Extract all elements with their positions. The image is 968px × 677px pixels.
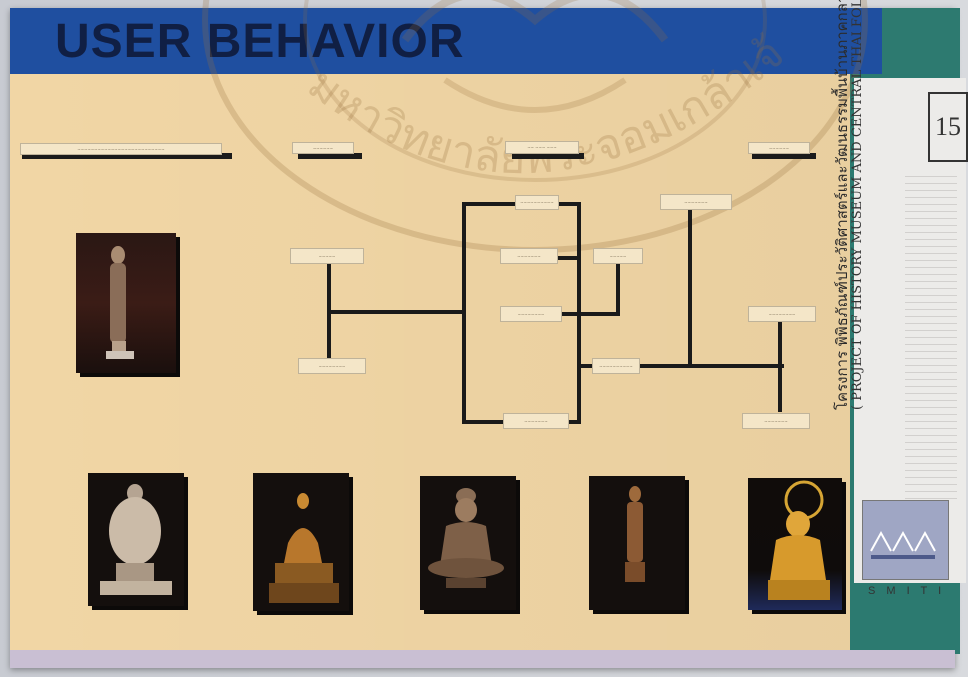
seated-buddha-photo-2	[420, 476, 516, 610]
tree-node-label: ~~~~~~~~	[298, 358, 366, 374]
standing-figure-photo	[589, 476, 685, 610]
tree-node-label: ~~~~~~~	[660, 194, 732, 210]
tree-line	[555, 256, 579, 260]
buddha-head-photo	[88, 473, 184, 606]
tree-line	[462, 420, 506, 424]
standing-figure	[589, 476, 685, 610]
golden-buddha-photo	[748, 478, 842, 610]
tree-node-label: ~~~~~~~	[500, 248, 558, 264]
timeline-header-label: ~~~~~~~~~~~~~~~~~~~~~~~~~~	[20, 143, 222, 155]
timeline-header-label: ~~~~~~	[748, 142, 810, 154]
tree-node-label: ~~~~~	[290, 248, 364, 264]
logo-mark-icon	[863, 501, 948, 579]
tree-line	[688, 210, 692, 366]
golden-buddha-figure	[748, 478, 842, 610]
tree-node-label: ~~~~~	[593, 248, 643, 264]
buddha-head-figure	[88, 473, 184, 606]
card-fine-print	[905, 170, 957, 500]
tree-line	[331, 310, 465, 314]
tree-node-label: ~~~~~~~	[742, 413, 810, 429]
standing-buddha-figure	[76, 233, 176, 373]
card-footer-text: S M I T I	[868, 585, 945, 597]
seated-buddha-photo-1	[253, 473, 349, 611]
seated-buddha-figure	[253, 473, 349, 611]
tree-line	[462, 202, 466, 424]
tree-line	[560, 312, 620, 316]
tree-line	[462, 202, 518, 206]
tree-line	[616, 262, 620, 316]
project-english-title: ( PROJECT OF HISTORY MUSEUM AND CENTRAL …	[850, 0, 865, 410]
sheet-number: 15	[928, 92, 968, 162]
tree-node-label: ~~~~~~~~	[748, 306, 816, 322]
timeline-header-label: ~~~~~~	[292, 142, 354, 154]
tree-node-label: ~~~~~~~	[503, 413, 569, 429]
project-logo	[862, 500, 949, 580]
tree-line	[778, 320, 782, 412]
board-title: USER BEHAVIOR	[55, 14, 465, 69]
board-bottom-strip	[10, 650, 955, 668]
tree-node-label: ~~~~~~~~~~	[592, 358, 640, 374]
standing-buddha-photo	[76, 233, 176, 373]
teal-corner	[882, 8, 960, 74]
tree-node-label: ~~~~~~~~~~	[515, 195, 559, 210]
tree-node-label: ~~~~~~~~	[500, 306, 562, 322]
tree-line	[636, 364, 784, 368]
seated-buddha-figure	[420, 476, 516, 610]
timeline-header-label: ~~ ~~~ ~~~	[505, 141, 579, 154]
